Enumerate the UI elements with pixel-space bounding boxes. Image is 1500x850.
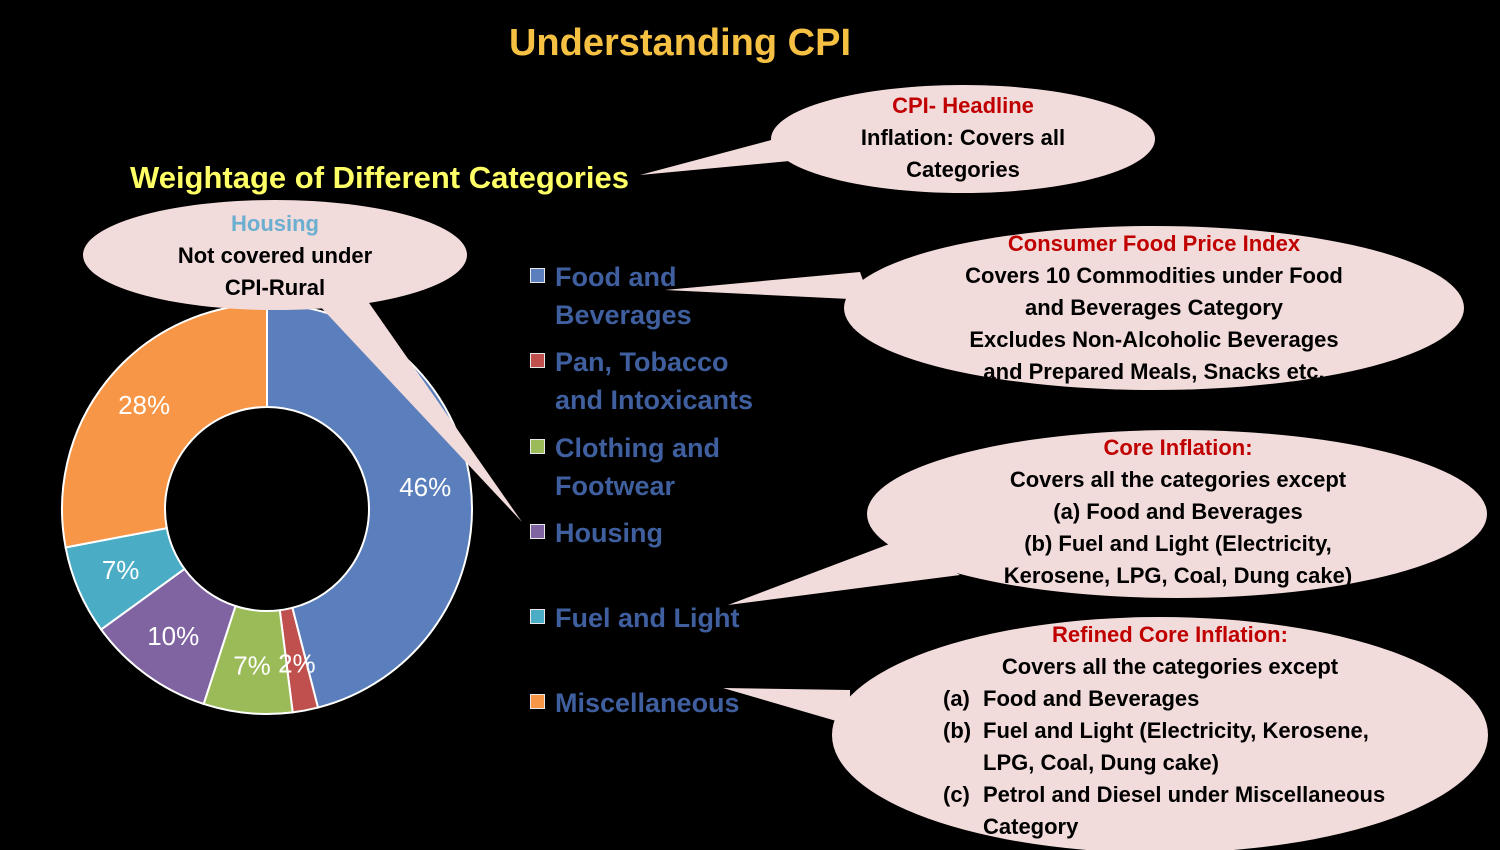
- slice-data-label: 7%: [102, 555, 140, 585]
- list-text: Fuel and Light (Electricity, Kerosene, L…: [983, 718, 1369, 775]
- callout-line: Categories: [906, 157, 1020, 182]
- callout-line: (a) Food and Beverages: [1053, 499, 1303, 524]
- callout-title: CPI- Headline: [892, 93, 1034, 118]
- legend-item-housing: Housing: [530, 514, 770, 552]
- callout-bubbles: [83, 85, 1488, 850]
- legend-label-line: Clothing and: [555, 433, 720, 463]
- callout-line: Covers all the categories except: [1009, 467, 1347, 492]
- refined-core-list: (a) Food and Beverages (b) Fuel and Light …: [905, 683, 1393, 843]
- list-marker: (c): [943, 782, 970, 807]
- list-item: (c) Petrol and Diesel under Miscellaneous…: [943, 779, 1393, 843]
- legend-item-pan-tobacco: Pan, Tobacco and Intoxicants: [530, 343, 770, 419]
- list-text: Food and Beverages: [983, 686, 1200, 711]
- slice-data-label: 46%: [399, 472, 451, 502]
- headline-bubble-tail: [640, 135, 800, 175]
- legend-swatch: [530, 524, 545, 539]
- legend-label: Pan, Tobacco and Intoxicants: [555, 343, 753, 419]
- core-bubble: [867, 430, 1487, 598]
- legend-swatch: [530, 439, 545, 454]
- donut-slice: [61, 302, 268, 549]
- refined-bubble: [832, 617, 1488, 850]
- refined-core-callout: Refined Core Inflation: Covers all the c…: [905, 619, 1435, 843]
- slice-data-label: 10%: [147, 621, 199, 651]
- food-bubble: [844, 226, 1464, 390]
- list-item: (b) Fuel and Light (Electricity, Kerosene…: [943, 715, 1393, 779]
- callout-title: Core Inflation:: [1103, 435, 1253, 460]
- list-item: (a) Food and Beverages: [943, 683, 1393, 715]
- callout-line: and Beverages Category: [1025, 295, 1283, 320]
- legend-item-fuel: Fuel and Light: [530, 599, 770, 637]
- callout-line: CPI-Rural: [224, 275, 326, 300]
- callout-title: Consumer Food Price Index: [1007, 231, 1301, 256]
- callout-line: Covers 10 Commodities under Food: [965, 263, 1343, 288]
- slice-data-label: 2%: [278, 649, 316, 679]
- legend-swatch: [530, 268, 545, 283]
- core-inflation-callout: Core Inflation: Covers all the categorie…: [920, 432, 1436, 592]
- legend-swatch: [530, 353, 545, 368]
- legend-label: Fuel and Light: [555, 603, 740, 633]
- chart-subtitle: Weightage of Different Categories: [130, 160, 629, 195]
- legend-label: Miscellaneous: [555, 688, 740, 718]
- refined-bubble-tail: [723, 688, 850, 725]
- legend-label-line: Beverages: [555, 300, 692, 330]
- headline-callout: CPI- Headline Inflation: Covers all Cate…: [790, 90, 1136, 186]
- legend-label: Housing: [555, 518, 663, 548]
- callout-line: Kerosene, LPG, Coal, Dung cake): [1003, 563, 1353, 588]
- callout-title: Housing: [231, 211, 319, 236]
- housing-bubble: [83, 200, 467, 310]
- legend-label-line: Food and: [555, 262, 677, 292]
- legend-swatch: [530, 609, 545, 624]
- legend-swatch: [530, 694, 545, 709]
- legend-item-food: Food and Beverages: [530, 258, 770, 334]
- slice-data-label: 7%: [233, 651, 271, 681]
- housing-callout: Housing Not covered under CPI-Rural: [110, 208, 440, 304]
- legend-item-miscellaneous: Miscellaneous: [530, 684, 770, 722]
- callout-line: Not covered under: [177, 243, 373, 268]
- donut-data-labels: 46%2%7%10%7%28%: [102, 390, 451, 680]
- callout-line: Inflation: Covers all: [860, 125, 1066, 150]
- list-marker: (b): [943, 718, 972, 743]
- list-marker: (a): [943, 686, 970, 711]
- callout-line: Excludes Non-Alcoholic Beverages: [969, 327, 1339, 352]
- legend-label: Clothing and Footwear: [555, 429, 720, 505]
- headline-bubble: [771, 85, 1155, 193]
- legend-label-line: and Intoxicants: [555, 385, 754, 415]
- legend-label-line: Pan, Tobacco: [555, 347, 729, 377]
- housing-bubble-tail: [300, 285, 522, 522]
- legend-label-line: Footwear: [555, 471, 676, 501]
- food-price-index-callout: Consumer Food Price Index Covers 10 Comm…: [900, 228, 1408, 388]
- callout-line: and Prepared Meals, Snacks etc.: [983, 359, 1325, 384]
- slide-title: Understanding CPI: [508, 22, 852, 64]
- callout-line: (b) Fuel and Light (Electricity,: [1024, 531, 1332, 556]
- callout-line: Covers all the categories except: [1001, 654, 1339, 679]
- callout-title: Refined Core Inflation:: [1052, 622, 1288, 647]
- slice-data-label: 28%: [118, 390, 170, 420]
- legend-label: Food and Beverages: [555, 258, 692, 334]
- core-bubble-tail: [728, 540, 960, 605]
- list-text: Petrol and Diesel under Miscellaneous Ca…: [983, 782, 1386, 839]
- food-bubble-tail: [665, 272, 870, 300]
- legend-item-clothing: Clothing and Footwear: [530, 429, 770, 505]
